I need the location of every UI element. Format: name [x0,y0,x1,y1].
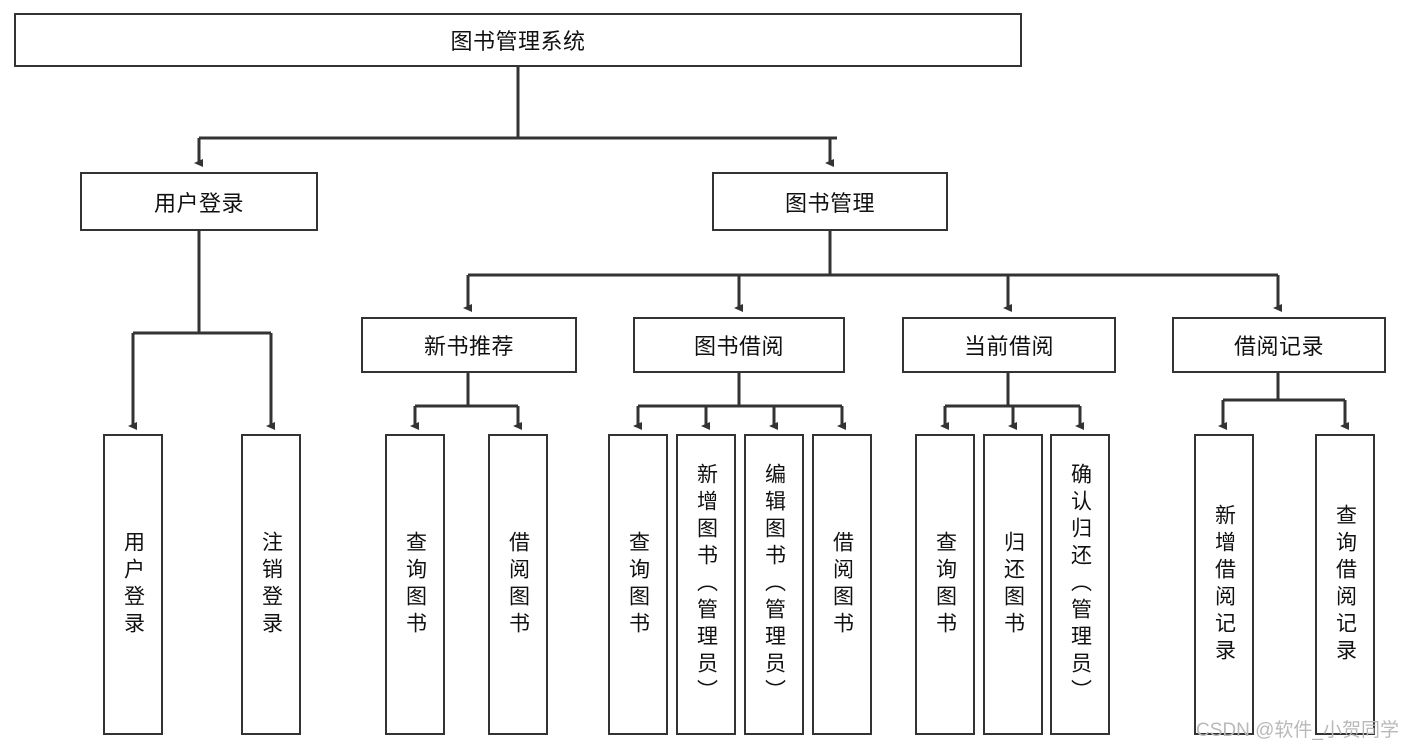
node-new-book-recommend[interactable]: 新书推荐 [361,317,577,373]
leaf-add-borrow-record[interactable]: 新增借阅记录 [1194,434,1254,735]
leaf-add-book-admin[interactable]: 新增图书（管理员） [676,434,736,735]
node-borrow-records[interactable]: 借阅记录 [1172,317,1386,373]
leaf-user-login[interactable]: 用户登录 [103,434,163,735]
node-book-management-label: 图书管理 [784,190,875,216]
leaf-add-book-admin-label: 新增图书（管理员） [694,463,718,706]
node-user-login[interactable]: 用户登录 [80,172,318,231]
leaf-borrow-book-label: 借阅图书 [830,530,854,639]
leaf-confirm-return-admin[interactable]: 确认归还（管理员） [1050,434,1110,735]
leaf-borrow-book-newbook[interactable]: 借阅图书 [488,434,548,735]
leaf-query-book-newbook[interactable]: 查询图书 [385,434,445,735]
leaf-user-login-label: 用户登录 [121,530,145,639]
leaf-query-borrow-record-label: 查询借阅记录 [1333,503,1357,666]
node-book-borrow-label: 图书借阅 [693,334,784,359]
node-root[interactable]: 图书管理系统 [14,13,1022,67]
leaf-query-borrow-record[interactable]: 查询借阅记录 [1315,434,1375,735]
leaf-logout-label: 注销登录 [259,530,283,639]
leaf-query-book-current[interactable]: 查询图书 [915,434,975,735]
leaf-logout[interactable]: 注销登录 [241,434,301,735]
leaf-return-book-label: 归还图书 [1001,530,1025,639]
leaf-confirm-return-admin-label: 确认归还（管理员） [1068,463,1092,706]
watermark-text: CSDN @软件_小贺同学 [1196,720,1399,741]
node-root-label: 图书管理系统 [450,29,586,54]
leaf-edit-book-admin[interactable]: 编辑图书（管理员） [744,434,804,735]
node-new-book-recommend-label: 新书推荐 [423,334,514,359]
leaf-query-book-borrow-label: 查询图书 [626,530,650,639]
node-user-login-label: 用户登录 [153,190,244,216]
node-current-borrow-label: 当前借阅 [963,334,1054,359]
leaf-query-book-borrow[interactable]: 查询图书 [608,434,668,735]
node-book-borrow[interactable]: 图书借阅 [633,317,845,373]
leaf-return-book[interactable]: 归还图书 [983,434,1043,735]
leaf-query-book-newbook-label: 查询图书 [403,530,427,639]
node-current-borrow[interactable]: 当前借阅 [902,317,1116,373]
leaf-edit-book-admin-label: 编辑图书（管理员） [762,463,786,706]
node-borrow-records-label: 借阅记录 [1233,334,1324,359]
leaf-add-borrow-record-label: 新增借阅记录 [1212,503,1236,666]
node-book-management[interactable]: 图书管理 [712,172,948,231]
leaf-borrow-book[interactable]: 借阅图书 [812,434,872,735]
leaf-query-book-current-label: 查询图书 [933,530,957,639]
leaf-borrow-book-newbook-label: 借阅图书 [506,530,530,639]
